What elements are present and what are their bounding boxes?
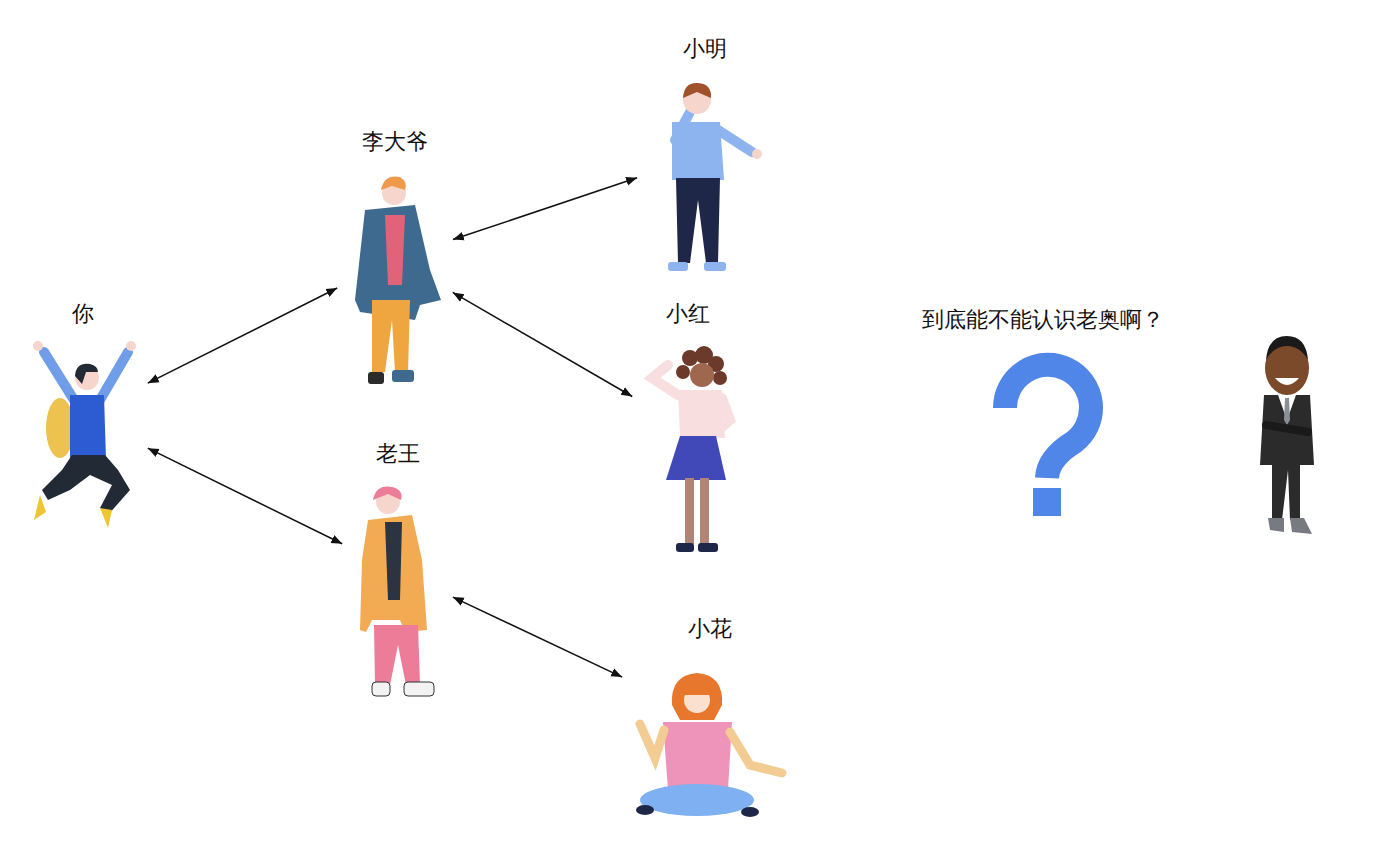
person-node: 老王	[344, 440, 451, 702]
person-name: 老王	[344, 440, 451, 468]
person-you	[33, 341, 136, 528]
person-xiao-hong	[652, 346, 730, 552]
person-name: 小红	[634, 300, 741, 328]
person-name: 小花	[624, 615, 796, 643]
person-node: 你	[19, 300, 146, 532]
person-lao-wang	[360, 487, 434, 696]
person-xiao-ming	[668, 83, 762, 271]
acquaintance-arrow	[148, 288, 337, 383]
acquaintance-arrow	[453, 292, 633, 396]
person-lao-ao	[1260, 336, 1314, 534]
acquaintance-arrow	[453, 597, 622, 677]
question-caption: 到底能不能认识老奥啊？	[922, 306, 1164, 334]
acquaintance-arrow	[453, 178, 637, 240]
person-li-daye	[355, 177, 441, 384]
acquaintance-arrow	[148, 448, 342, 544]
person-node: 小花	[624, 615, 796, 822]
person-name: 小明	[639, 35, 771, 63]
person-node: 小明	[639, 35, 771, 275]
person-node: 李大爷	[339, 128, 451, 390]
person-xiao-hua	[636, 673, 782, 817]
person-name: 李大爷	[339, 128, 451, 156]
person-name: 你	[19, 300, 146, 328]
question-mark-symbol	[1005, 365, 1091, 516]
person-node: 小红	[634, 300, 741, 557]
